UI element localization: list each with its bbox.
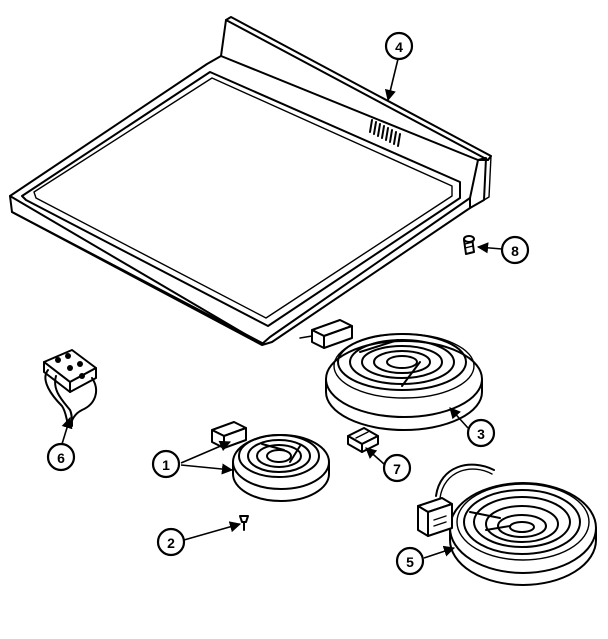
- callout-1-label: 1: [162, 457, 170, 473]
- callout-7: 7: [382, 453, 412, 483]
- dual-surface-element: [417, 463, 597, 586]
- knob-stem-part: [463, 235, 475, 255]
- clip-part: [347, 427, 379, 453]
- callout-6-label: 6: [57, 450, 65, 466]
- callout-3-label: 3: [477, 426, 485, 442]
- callout-1: 1: [151, 449, 181, 479]
- vent-slots: [369, 119, 401, 147]
- large-surface-element: [299, 319, 483, 431]
- callout-4: 4: [384, 31, 414, 61]
- leader-lines: [61, 58, 503, 559]
- callout-8-label: 8: [511, 243, 519, 259]
- small-surface-element: [211, 421, 330, 502]
- cooktop-part: [9, 16, 492, 346]
- terminal-block-part: [43, 349, 98, 427]
- screw-part: [239, 515, 249, 531]
- callout-2-label: 2: [167, 535, 175, 551]
- callout-7-label: 7: [393, 461, 401, 477]
- callout-2: 2: [156, 527, 186, 557]
- callout-3: 3: [466, 418, 496, 448]
- callout-5-label: 5: [406, 554, 414, 570]
- callout-8: 8: [500, 235, 530, 265]
- callout-4-label: 4: [395, 39, 403, 55]
- callout-6: 6: [46, 442, 76, 472]
- callout-5: 5: [395, 546, 425, 576]
